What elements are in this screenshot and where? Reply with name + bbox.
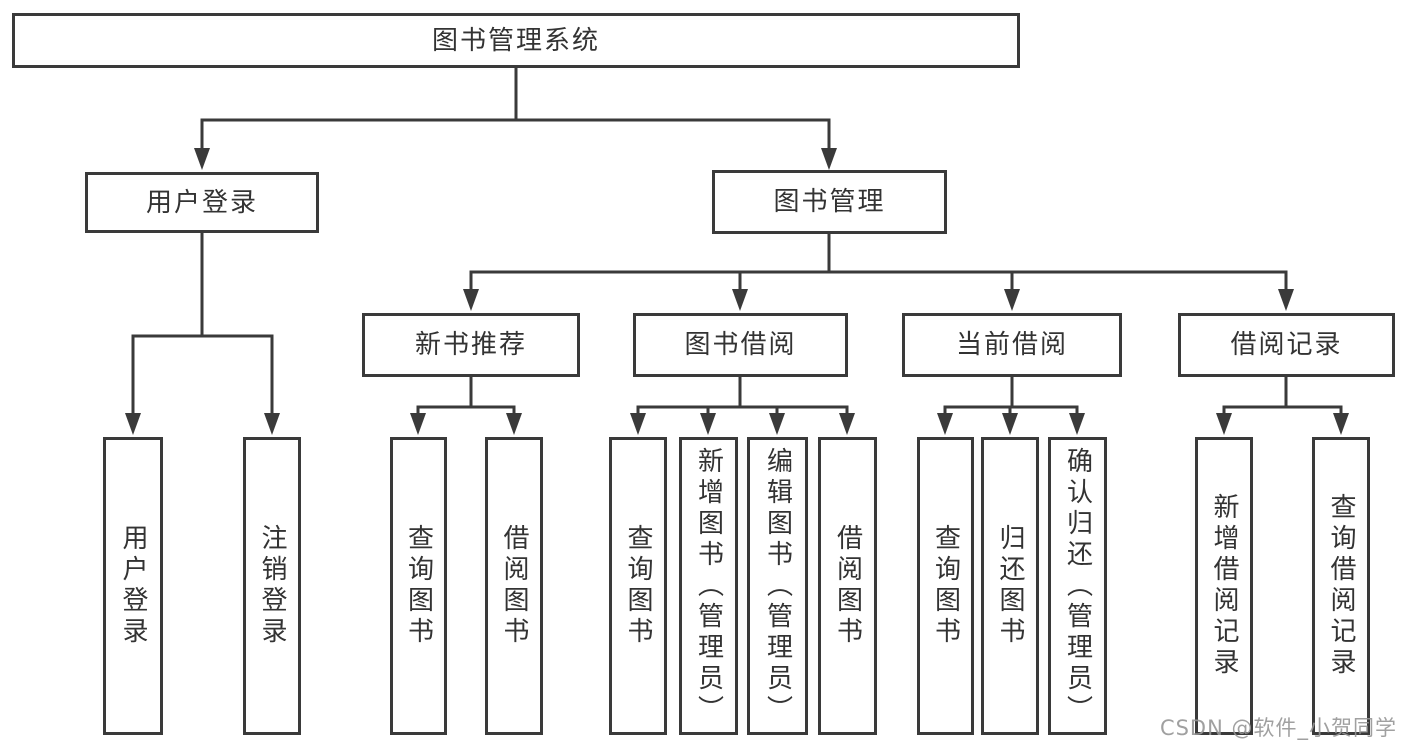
leaf-query-books-current-label: 查询图书 (930, 524, 961, 648)
leaf-add-books-admin: 新增图书（管理员） (679, 437, 738, 735)
node-current-borrow: 当前借阅 (902, 313, 1122, 377)
connector-book-borrow-to-children (630, 375, 855, 435)
node-current-borrow-label: 当前借阅 (955, 330, 1068, 360)
connector-current-borrow-to-children (937, 375, 1085, 435)
leaf-query-books-recommend: 查询图书 (390, 437, 447, 735)
leaf-return-books-label: 归还图书 (995, 524, 1025, 648)
leaf-add-borrow-record: 新增借阅记录 (1195, 437, 1253, 735)
leaf-confirm-return-admin: 确认归还（管理员） (1048, 437, 1107, 735)
leaf-query-books-current: 查询图书 (917, 437, 974, 735)
leaf-query-borrow-record-label: 查询借阅记录 (1326, 493, 1356, 679)
leaf-add-borrow-record-label: 新增借阅记录 (1209, 493, 1239, 679)
leaf-user-login-action: 用户登录 (103, 437, 163, 735)
node-borrow-records-label: 借阅记录 (1230, 330, 1343, 360)
leaf-query-books-borrow: 查询图书 (609, 437, 667, 735)
node-book-management: 图书管理 (712, 170, 947, 234)
connector-book-management-to-level3 (463, 232, 1294, 311)
connector-root-to-level2 (194, 66, 837, 170)
leaf-borrow-books-recommend-label: 借阅图书 (499, 524, 529, 648)
connector-borrow-records-to-children (1216, 375, 1349, 435)
connector-new-book-to-children (410, 375, 522, 435)
leaf-user-login-action-label: 用户登录 (118, 524, 148, 648)
leaf-query-borrow-record: 查询借阅记录 (1312, 437, 1370, 735)
node-new-book-recommend-label: 新书推荐 (414, 330, 527, 360)
node-user-login: 用户登录 (85, 172, 319, 233)
node-book-borrow-label: 图书借阅 (684, 330, 797, 360)
leaf-logout-action: 注销登录 (243, 437, 301, 735)
leaf-edit-books-admin: 编辑图书（管理员） (747, 437, 808, 735)
leaf-borrow-books-label: 借阅图书 (832, 524, 863, 648)
leaf-query-books-recommend-label: 查询图书 (403, 524, 434, 648)
node-book-management-label: 图书管理 (773, 187, 886, 217)
node-library-management-system: 图书管理系统 (12, 13, 1020, 68)
node-new-book-recommend: 新书推荐 (362, 313, 580, 377)
node-borrow-records: 借阅记录 (1178, 313, 1395, 377)
connector-user-login-to-children (125, 231, 280, 435)
leaf-borrow-books: 借阅图书 (818, 437, 877, 735)
leaf-borrow-books-recommend: 借阅图书 (485, 437, 543, 735)
node-book-borrow: 图书借阅 (633, 313, 848, 377)
leaf-add-books-admin-label: 新增图书（管理员） (693, 446, 724, 726)
csdn-watermark: CSDN @软件_小贺同学 (1159, 716, 1397, 740)
leaf-return-books: 归还图书 (981, 437, 1039, 735)
node-user-login-label: 用户登录 (145, 187, 258, 218)
node-library-management-system-label: 图书管理系统 (431, 25, 600, 56)
leaf-logout-action-label: 注销登录 (257, 524, 287, 648)
leaf-edit-books-admin-label: 编辑图书（管理员） (762, 446, 793, 726)
leaf-confirm-return-admin-label: 确认归还（管理员） (1062, 446, 1093, 726)
leaf-query-books-borrow-label: 查询图书 (623, 524, 653, 648)
